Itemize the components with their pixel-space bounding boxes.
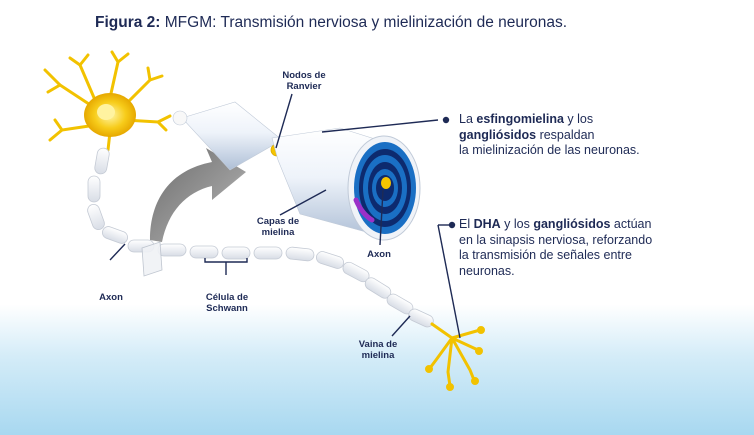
label-celula-de-schwann: Célula de Schwann [194, 292, 260, 314]
label-nodos-line1: Nodos de [282, 70, 326, 81]
label-nodos-de-ranvier: Nodos de Ranvier [268, 70, 340, 92]
label-capas-de-mielina: Capas de mielina [248, 216, 308, 238]
desc2-line4: neuronas. [459, 263, 515, 278]
zoom-origin-box [141, 241, 163, 277]
desc1-line3: la mielinización de las neuronas. [459, 143, 640, 157]
myelinated-axon [87, 147, 434, 328]
label-nodos-line2: Ranvier [286, 81, 322, 92]
label-vaina-line2: mielina [361, 350, 395, 361]
label-schwann-line1: Célula de [205, 292, 249, 303]
callout-dots [442, 116, 456, 229]
axon-terminal [425, 322, 485, 391]
label-axon-outer: Axon [99, 292, 123, 303]
label-capas-line1: Capas de [256, 216, 300, 227]
label-schwann-line2: Schwann [206, 303, 248, 314]
figure-title: Figura 2: MFGM: Transmisión nerviosa y m… [95, 14, 695, 32]
callout-lines [109, 93, 461, 339]
desc2-line1: El DHA y los gangliósidos actúan [459, 217, 652, 231]
neuron-soma [43, 50, 172, 152]
description-synapse: El DHA y los gangliósidos actúan en la s… [459, 217, 744, 279]
desc1-line1: La esfingomielina y los [459, 112, 594, 126]
figure-title-text: MFGM: Transmisión nerviosa y mielinizaci… [160, 14, 568, 31]
label-vaina-line1: Vaina de [358, 339, 398, 350]
myelin-cross-section [353, 142, 416, 234]
figure-title-prefix: Figura 2: [95, 14, 161, 31]
label-vaina-de-mielina: Vaina de mielina [350, 339, 406, 361]
axon-core [381, 177, 391, 189]
zoom-arrow [150, 148, 246, 242]
label-capas-line2: mielina [261, 227, 295, 238]
label-axon-inner: Axon [367, 249, 391, 260]
desc2-line3: la transmisión de señales entre [459, 248, 633, 262]
desc1-line2: gangliósidos respaldan [459, 127, 595, 142]
desc2-line2: en la sinapsis nerviosa, reforzando [459, 232, 653, 247]
description-myelination: La esfingomielina y los gangliósidos res… [459, 112, 739, 159]
